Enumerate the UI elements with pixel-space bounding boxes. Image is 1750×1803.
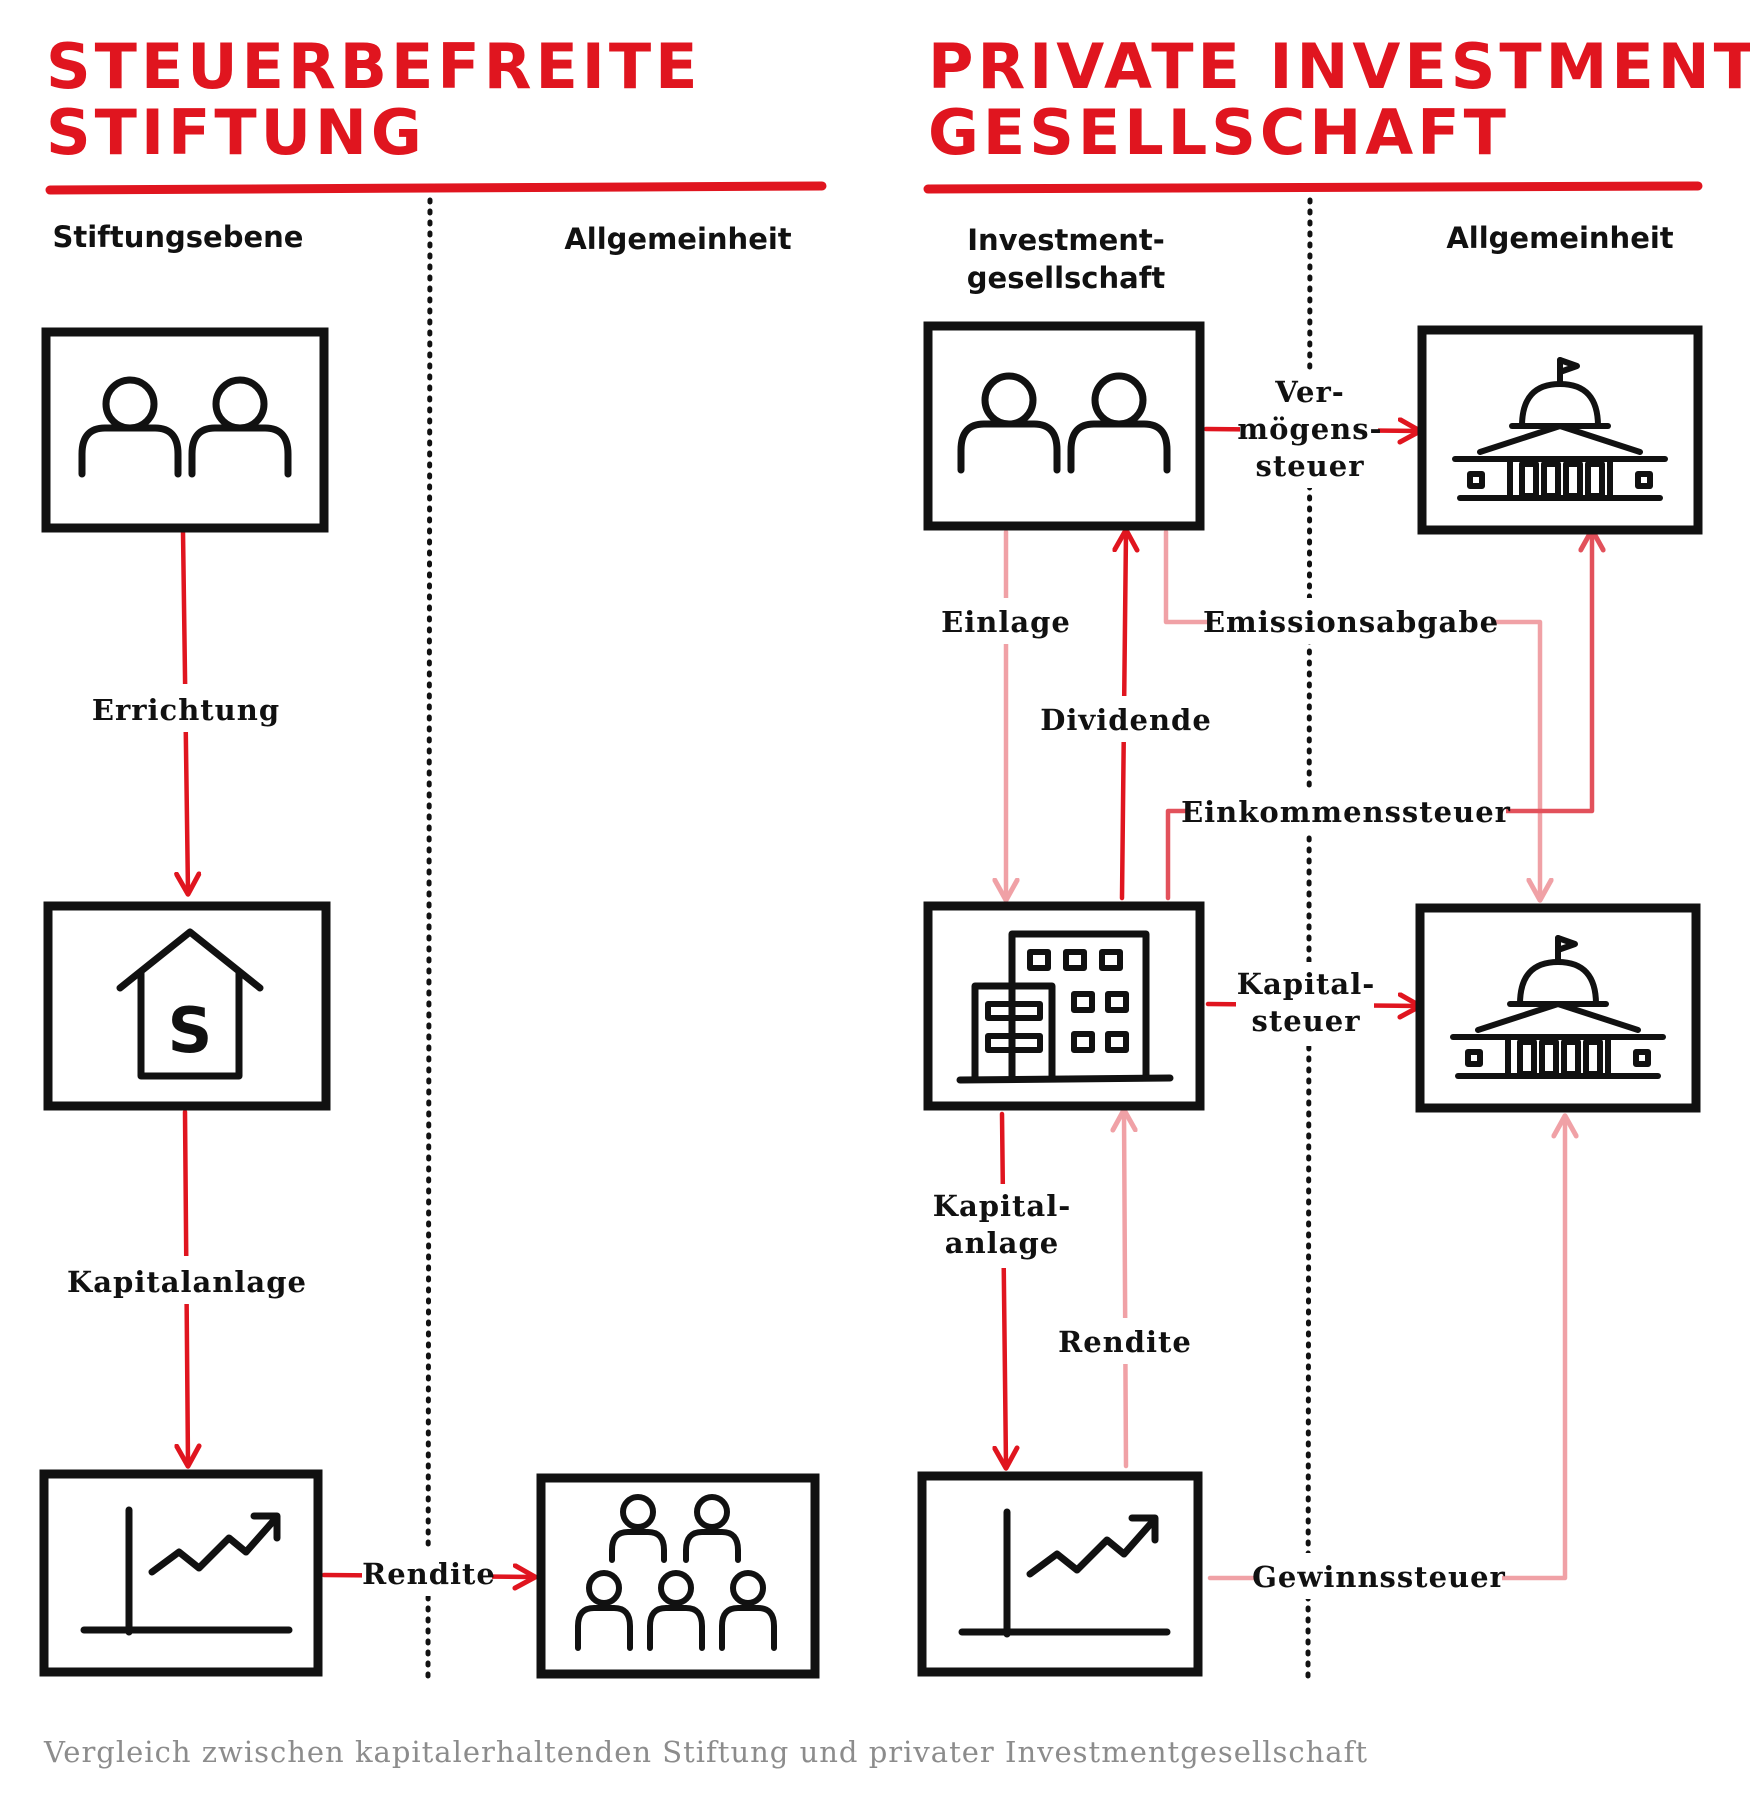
left-title-line2: STIFTUNG (46, 96, 426, 169)
label-vermoegenssteuer-3: steuer (1256, 449, 1365, 483)
label-kapitalsteuer-2: steuer (1252, 1004, 1361, 1038)
box-kapitalanlage-left (39, 1469, 323, 1677)
label-bg-emissionsabgabe (1208, 598, 1494, 644)
label-vermoegenssteuer-1: Ver- (1274, 375, 1345, 409)
foundation-house-icon: S (116, 928, 264, 1080)
right-title-line1: PRIVATE INVESTMENT- (928, 30, 1750, 103)
left-title-line1: STEUERBEFREITE (46, 30, 702, 103)
label-kapitalanlage-left: Kapitalanlage (67, 1265, 307, 1299)
label-kapitalanlage-right-2: anlage (945, 1226, 1059, 1260)
left-column-divider (425, 197, 433, 1679)
right-title-line2: GESELLSCHAFT (928, 96, 1510, 169)
label-emissionsabgabe: Emissionsabgabe (1203, 605, 1499, 639)
col-header-allgemeinheit-left: Allgemeinheit (564, 222, 791, 256)
col-header-investmentgesellschaft-1: Investment- (967, 223, 1165, 257)
label-bg-dividende (1040, 696, 1212, 742)
label-bg-kapitalsteuer (1236, 962, 1374, 1046)
arrow-kapitalanlage-right (1002, 1111, 1006, 1466)
label-bg-vermoegenssteuer (1240, 370, 1378, 488)
label-gewinnssteuer: Gewinnssteuer (1252, 1560, 1506, 1594)
arrow-rendite-right (1124, 1112, 1126, 1469)
crowd-icon (575, 1494, 777, 1651)
label-einkommenssteuer: Einkommenssteuer (1181, 795, 1511, 829)
label-bg-rendite-left (362, 1550, 492, 1596)
box-allgemeinheit-left (536, 1473, 820, 1679)
arrow-einkommenssteuer (1165, 532, 1592, 901)
col-header-stiftungsebene: Stiftungsebene (53, 220, 304, 254)
box-investmentgesellschaft (923, 901, 1205, 1111)
label-errichtung: Errichtung (92, 693, 280, 727)
arrow-emissionsabgabe (1163, 529, 1540, 898)
label-kapitalanlage-right-1: Kapital- (933, 1189, 1072, 1223)
label-rendite-right: Rendite (1058, 1325, 1192, 1359)
label-dividende: Dividende (1040, 703, 1212, 737)
figure-caption: Vergleich zwischen kapitalerhaltenden St… (43, 1735, 1368, 1769)
arrow-gewinnssteuer (1207, 1118, 1565, 1581)
label-bg-kapitalanlage-right (930, 1184, 1074, 1268)
label-vermoegenssteuer-2: mögens- (1237, 412, 1382, 446)
label-kapitalsteuer-1: Kapital- (1237, 967, 1376, 1001)
box-staat-top (1417, 325, 1703, 535)
box-staat-middle (1415, 903, 1701, 1113)
label-bg-errichtung (92, 684, 282, 732)
box-kapitalanlage-right (917, 1471, 1203, 1677)
right-title-rule (923, 181, 1703, 194)
box-investoren (923, 321, 1205, 531)
left-title-rule (45, 181, 827, 195)
label-einlage: Einlage (941, 605, 1071, 639)
label-bg-rendite-right (1060, 1318, 1192, 1364)
label-bg-einlage (940, 598, 1070, 644)
box-stifter (41, 327, 329, 533)
label-bg-einkommenssteuer (1186, 788, 1506, 834)
label-bg-gewinnssteuer (1256, 1553, 1502, 1599)
office-building-icon (956, 930, 1174, 1084)
svg-text:S: S (168, 994, 213, 1067)
col-header-allgemeinheit-right: Allgemeinheit (1446, 221, 1673, 255)
col-header-investmentgesellschaft-2: gesellschaft (967, 261, 1166, 295)
label-bg-kapitalanlage-left (62, 1256, 312, 1304)
box-stiftung: S (43, 901, 331, 1111)
label-rendite-left: Rendite (362, 1557, 496, 1591)
